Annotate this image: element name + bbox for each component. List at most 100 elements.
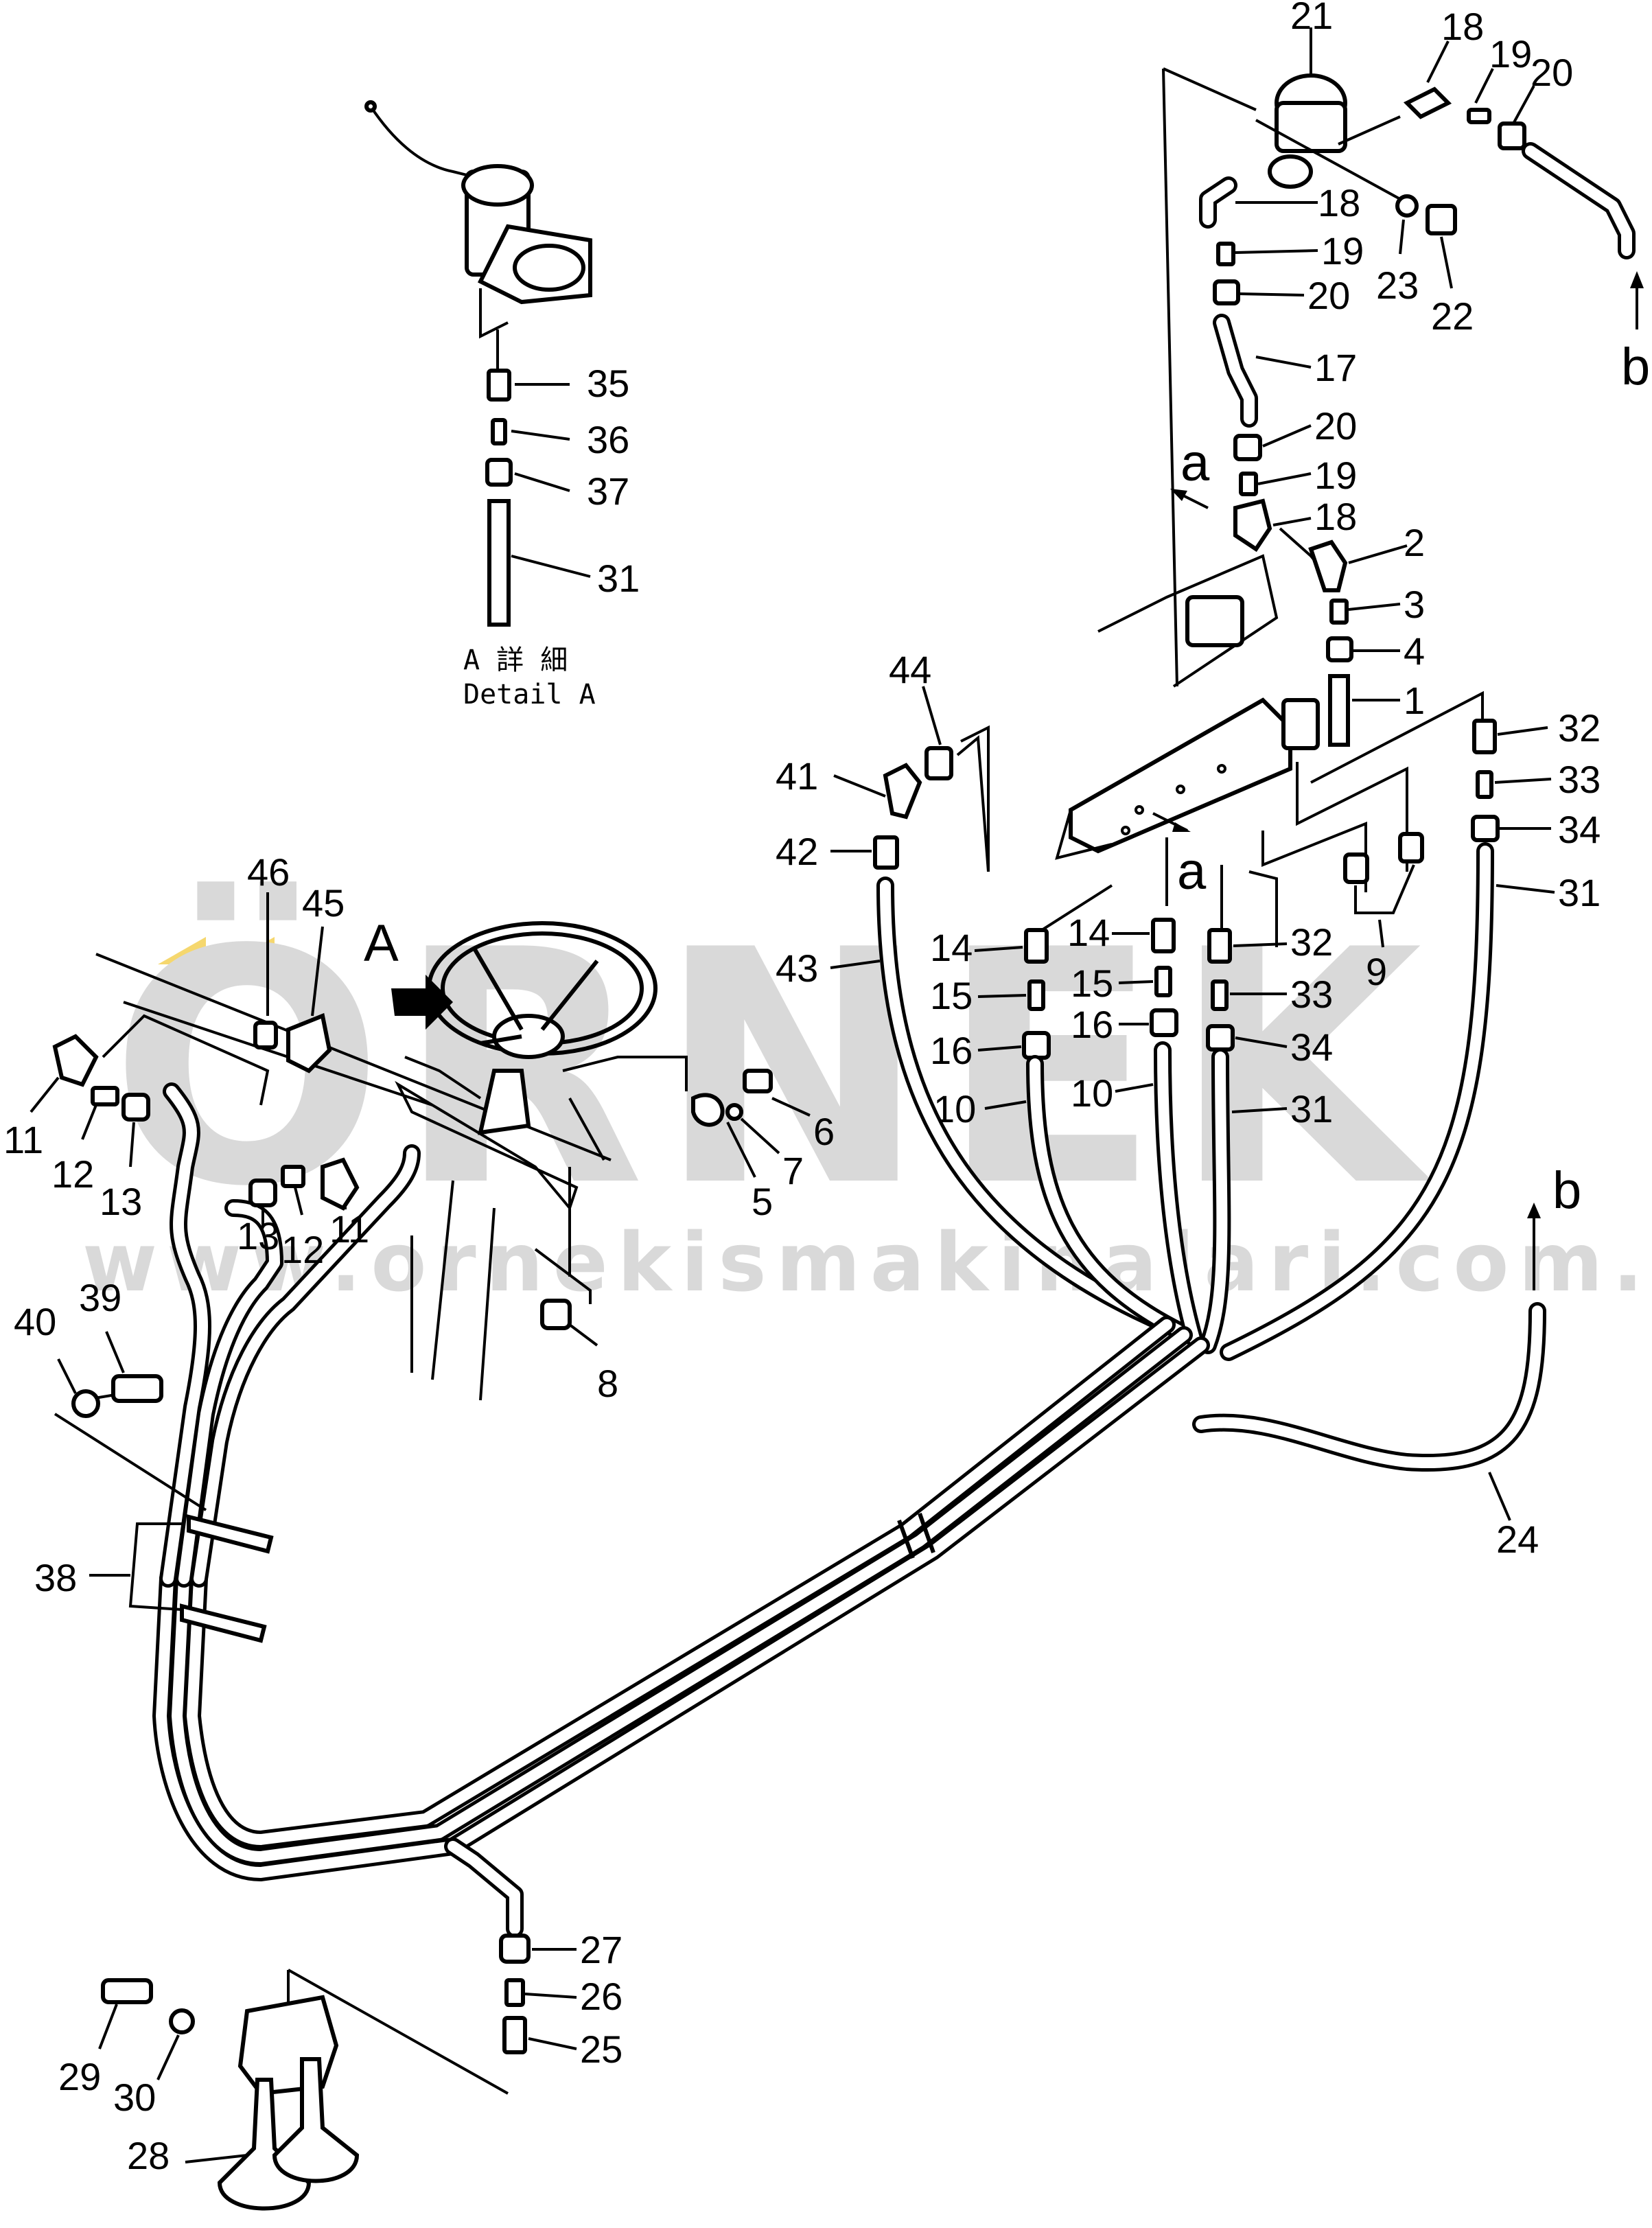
fitting-3 (1329, 599, 1349, 625)
callout-45: 45 (302, 881, 345, 925)
detail-fitting-35 (487, 369, 511, 402)
callout-24: 24 (1496, 1518, 1539, 1561)
callout-46: 46 (247, 850, 290, 894)
clamp-38-lower (180, 1603, 267, 1643)
nut-4 (1326, 636, 1353, 662)
callout-5: 5 (752, 1180, 773, 1223)
view-marker-a-top: a (1180, 434, 1210, 492)
watermark-accent-right (226, 937, 275, 964)
callout-31-detail: 31 (597, 557, 640, 600)
fitting-19-mid (1216, 242, 1235, 266)
callout-19-top: 19 (1489, 32, 1532, 76)
detail-a-view: 35 36 37 31 A 詳 細 Detail A (364, 100, 640, 710)
callout-27: 27 (580, 1928, 623, 1971)
callout-34-right: 34 (1558, 808, 1601, 851)
fitting-33-mid (1211, 979, 1229, 1011)
nut-27 (499, 1934, 531, 1964)
elbow-11-left (52, 1034, 99, 1087)
callout-32-mid: 32 (1290, 920, 1333, 964)
callout-33-right: 33 (1558, 758, 1601, 801)
fitting-columns: a 9 14 15 16 10 14 15 16 10 32 (776, 648, 1601, 1130)
view-marker-b-top: b (1621, 338, 1650, 396)
view-marker-a-mid: a (1177, 842, 1207, 901)
horn-group: 27 26 25 29 30 28 (58, 1928, 623, 2211)
callout-4: 4 (1404, 629, 1425, 673)
nut-34-mid (1206, 1024, 1235, 1052)
callout-40: 40 (14, 1300, 56, 1343)
callout-37: 37 (587, 469, 629, 513)
fitting-15-left (1027, 979, 1045, 1011)
callout-10-mid: 10 (1071, 1071, 1113, 1115)
plug-9-right (1398, 832, 1424, 863)
callout-21: 21 (1290, 0, 1333, 37)
left-fittings: 11 12 13 46 45 11 12 13 (3, 850, 612, 1271)
callout-8: 8 (597, 1362, 618, 1405)
callout-15-left: 15 (930, 974, 973, 1017)
callout-44: 44 (889, 648, 931, 691)
washer-5 (691, 1093, 725, 1127)
nut-13-left (121, 1093, 150, 1122)
callout-29: 29 (58, 2055, 101, 2098)
elbow-18-low (1233, 498, 1272, 553)
watermark-accent-left (158, 937, 206, 964)
bolt-39 (111, 1374, 163, 1403)
callout-3: 3 (1404, 583, 1425, 626)
fitting-14-left (1024, 928, 1049, 964)
callout-19-low: 19 (1314, 454, 1357, 497)
elbow-11-right (321, 1157, 360, 1211)
detail-label-jp: A 詳 細 (463, 645, 568, 676)
fitting-26 (504, 1978, 525, 2007)
callout-23: 23 (1376, 264, 1419, 307)
callout-41: 41 (776, 754, 818, 798)
fitting-12-right (281, 1165, 305, 1188)
callout-43: 43 (776, 947, 818, 990)
callout-6: 6 (813, 1110, 835, 1153)
fitting-25 (502, 2016, 527, 2054)
callout-2: 2 (1404, 521, 1425, 564)
fitting-42 (873, 835, 899, 870)
side-valve (1281, 698, 1320, 750)
nut-16-left (1022, 1031, 1051, 1060)
callout-20-top: 20 (1531, 51, 1573, 94)
view-marker-b-right: b (1552, 1161, 1581, 1220)
fitting-32-mid (1207, 928, 1232, 964)
callout-22: 22 (1431, 294, 1474, 338)
nut-8 (540, 1299, 572, 1330)
callout-17: 17 (1314, 346, 1357, 389)
washer-23 (1395, 194, 1419, 218)
plug-9-left (1343, 852, 1369, 884)
pipe-harness: 24 b (152, 842, 1581, 1938)
clamp-group: 40 39 38 (14, 1276, 274, 1643)
nut-20-mid (1213, 279, 1240, 305)
fitting-32-right (1472, 719, 1497, 754)
callout-20-low: 20 (1314, 404, 1357, 448)
detail-fitting-36 (491, 418, 507, 445)
callout-30: 30 (113, 2076, 156, 2119)
callout-39: 39 (79, 1276, 121, 1319)
fitting-14-mid (1151, 918, 1176, 953)
view-marker-A-arrow (391, 975, 453, 1030)
washer-7 (725, 1103, 743, 1121)
bolt-29 (101, 1978, 153, 2004)
view-marker-A: A (364, 914, 399, 973)
callout-31-right: 31 (1558, 871, 1601, 914)
mounting-panel (1055, 67, 1320, 860)
callout-32-right: 32 (1558, 706, 1601, 750)
nut-34-right (1471, 815, 1500, 842)
bolt-22 (1426, 204, 1457, 235)
callout-7: 7 (782, 1149, 804, 1192)
callout-18-top: 18 (1441, 5, 1484, 48)
horn-28-right (272, 2057, 360, 2183)
callout-1: 1 (1404, 679, 1425, 722)
nut-16-mid (1150, 1008, 1178, 1037)
callout-13-left: 13 (100, 1180, 142, 1223)
callout-35: 35 (587, 362, 629, 405)
washer-40 (71, 1389, 100, 1418)
steering-column (478, 1069, 531, 1135)
watermark-site: www.ornekismakinalari.com.tr (82, 1215, 1652, 1310)
bolt-6 (743, 1069, 773, 1093)
callout-16-left: 16 (930, 1029, 973, 1072)
callout-25: 25 (580, 2028, 623, 2071)
